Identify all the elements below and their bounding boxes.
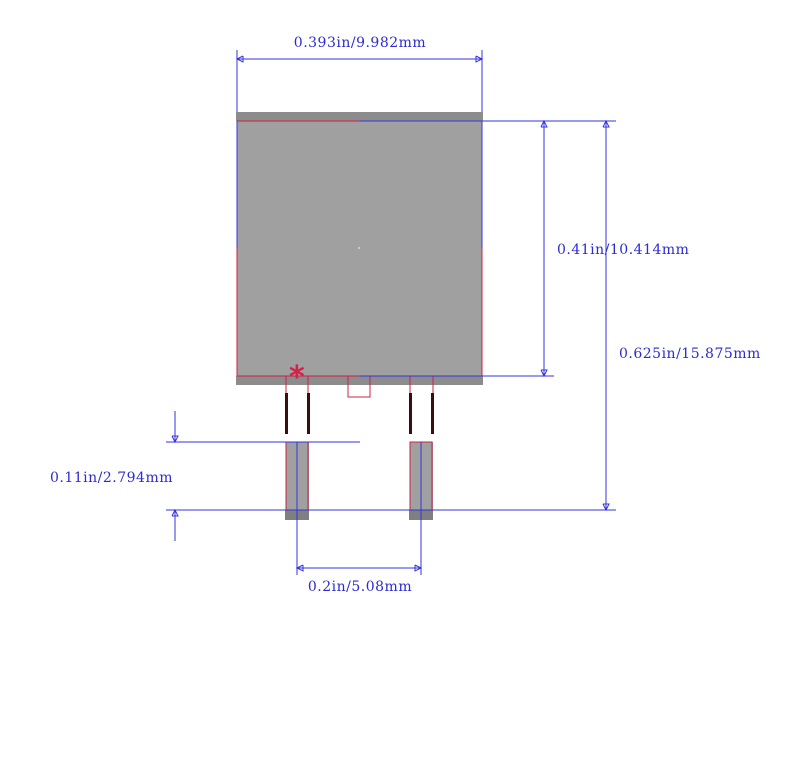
lead-1-left (285, 393, 288, 434)
lead-1-right (307, 393, 310, 434)
body-top-band (236, 112, 483, 121)
dimension-body-height: 0.41in/10.414mm (360, 119, 689, 378)
body-height-label: 0.41in/10.414mm (557, 242, 689, 258)
dimension-overall-height: 0.625in/15.875mm (602, 119, 761, 512)
lead-2-left (409, 393, 412, 434)
dimension-body-width: 0.393in/9.982mm (235, 35, 484, 112)
lead-length-label: 0.11in/2.794mm (50, 470, 173, 486)
center-notch (347, 375, 371, 398)
body-width-label: 0.393in/9.982mm (294, 35, 426, 51)
body-center-dot (357, 246, 361, 250)
leads (285, 376, 434, 434)
dimension-lead-length: 0.11in/2.794mm (50, 411, 616, 541)
pads (285, 441, 433, 575)
dimension-lead-pitch: 0.2in/5.08mm (295, 564, 423, 595)
package-body (236, 112, 483, 398)
overall-height-label: 0.625in/15.875mm (619, 346, 761, 362)
body-bottom-band (236, 376, 483, 385)
lead-2-right (431, 393, 434, 434)
pin1-marker: * (289, 360, 305, 395)
lead-pitch-label: 0.2in/5.08mm (308, 579, 412, 595)
